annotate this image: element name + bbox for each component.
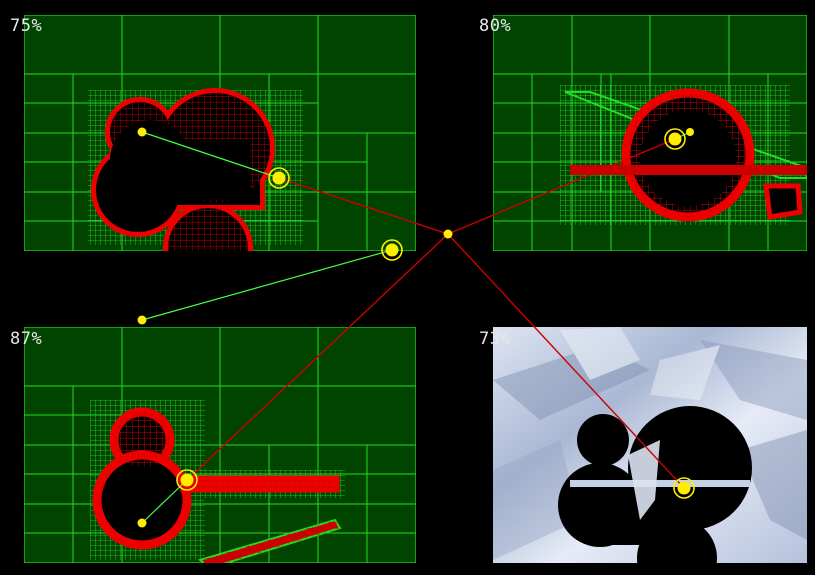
hit-marker	[381, 239, 403, 261]
start-marker	[137, 127, 147, 137]
panel-percentage-bottom-right: 73%	[479, 329, 512, 349]
obstacle-blob	[570, 88, 807, 222]
panel-percentage-top-left: 75%	[10, 16, 43, 36]
obstacle-blob	[92, 407, 342, 563]
panel-bottom-left	[24, 327, 416, 563]
start-marker	[137, 518, 147, 528]
hit-marker	[673, 477, 695, 499]
hit-marker	[664, 128, 686, 150]
obstacle-blob	[558, 406, 752, 563]
panel-top-right	[493, 15, 807, 251]
start-marker	[137, 315, 147, 325]
panel-percentage-bottom-left: 87%	[10, 329, 43, 349]
markers	[137, 127, 695, 528]
rays	[186, 138, 685, 489]
origin-marker	[443, 229, 453, 239]
panel-bottom-right	[493, 327, 807, 563]
panel-top-left	[24, 15, 416, 251]
start-marker	[686, 128, 694, 136]
hit-marker	[176, 469, 198, 491]
hit-marker	[268, 167, 290, 189]
bridge-strip	[570, 480, 750, 487]
obstacle-blob	[91, 88, 275, 251]
texture-streaks	[493, 327, 807, 560]
panel-percentage-top-right: 80%	[479, 16, 512, 36]
